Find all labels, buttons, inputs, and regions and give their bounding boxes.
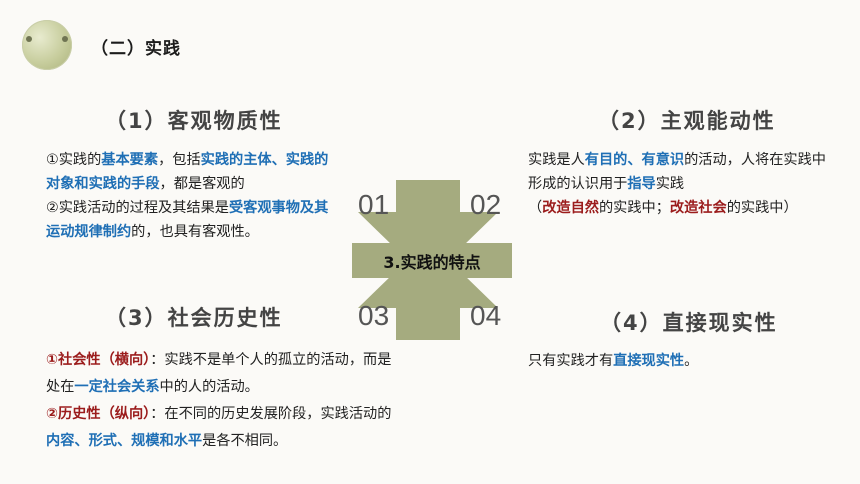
number-03: 03 — [358, 300, 390, 331]
text-run: （ — [528, 200, 543, 216]
center-label: 3.实践的特点 — [352, 243, 512, 278]
text-run: ，都是客观的 — [159, 176, 245, 192]
emphasis-blue: 有目的、有意识 — [584, 152, 685, 168]
text-run: ①实践的 — [46, 152, 102, 168]
emphasis-red: ②历史性（纵向） — [46, 406, 151, 422]
text-run: ②实践活动的过程及其结果是 — [46, 200, 229, 216]
heading-direct-reality: （4）直接现实性 — [600, 311, 778, 335]
text-run: 实践是人 — [528, 152, 585, 168]
text-run: ：实践不是单个人的孤立的活动，而是处在 — [46, 352, 392, 395]
number-02: 02 — [470, 189, 502, 220]
emphasis-blue: 基本要素 — [101, 152, 159, 168]
section-badge-icon — [22, 20, 72, 70]
para-subjective-initiative: 实践是人有目的、有意识的活动，人将在实践中形成的认识用于指导实践（改造自然的实践… — [528, 148, 840, 220]
number-01: 01 — [358, 189, 390, 220]
heading-objective-material: （1）客观物质性 — [105, 109, 283, 133]
heading-social-historical: （3）社会历史性 — [105, 306, 283, 330]
para-social-historical: ①社会性（横向）：实践不是单个人的孤立的活动，而是处在一定社会关系中的人的活动。… — [46, 347, 396, 455]
text-run: 是各不相同。 — [202, 433, 288, 449]
emphasis-blue: 受客观事物及其运动规律制约 — [46, 200, 329, 240]
emphasis-red: 改造自然 — [542, 200, 599, 216]
text-run: 的活动，人将在实践中形成的认识用于 — [528, 152, 826, 192]
emphasis-blue: 直接现实性 — [613, 353, 685, 369]
number-04: 04 — [470, 300, 502, 331]
text-run: 的实践中； — [598, 200, 670, 216]
text-run: ，包括 — [158, 152, 201, 168]
emphasis-blue: 实践的主体、实践的对象和实践的手段 — [46, 152, 329, 192]
emphasis-blue: 内容、形式、规模和水平 — [46, 433, 203, 449]
page-title: （二）实践 — [91, 39, 181, 59]
emphasis-blue: 一定社会关系 — [74, 379, 160, 395]
text-run: 中的人的活动。 — [159, 379, 259, 395]
text-run: 实践 — [655, 176, 685, 192]
para-direct-reality: 只有实践才有直接现实性。 — [528, 349, 828, 373]
converging-arrows-icon — [358, 180, 498, 340]
text-run: 的，也具有客观性。 — [131, 224, 259, 240]
text-run: 。 — [684, 353, 699, 369]
heading-subjective-initiative: （2）主观能动性 — [598, 109, 776, 133]
emphasis-red: ①社会性（横向） — [46, 352, 151, 368]
text-run: 只有实践才有 — [528, 353, 614, 369]
text-run: 的实践中） — [726, 200, 798, 216]
para-objective-material: ①实践的基本要素，包括实践的主体、实践的对象和实践的手段，都是客观的 ②实践活动的… — [46, 148, 338, 244]
emphasis-blue: 指导 — [627, 176, 656, 192]
emphasis-red: 改造社会 — [669, 200, 727, 216]
text-run: ：在不同的历史发展阶段，实践活动的 — [150, 406, 392, 422]
